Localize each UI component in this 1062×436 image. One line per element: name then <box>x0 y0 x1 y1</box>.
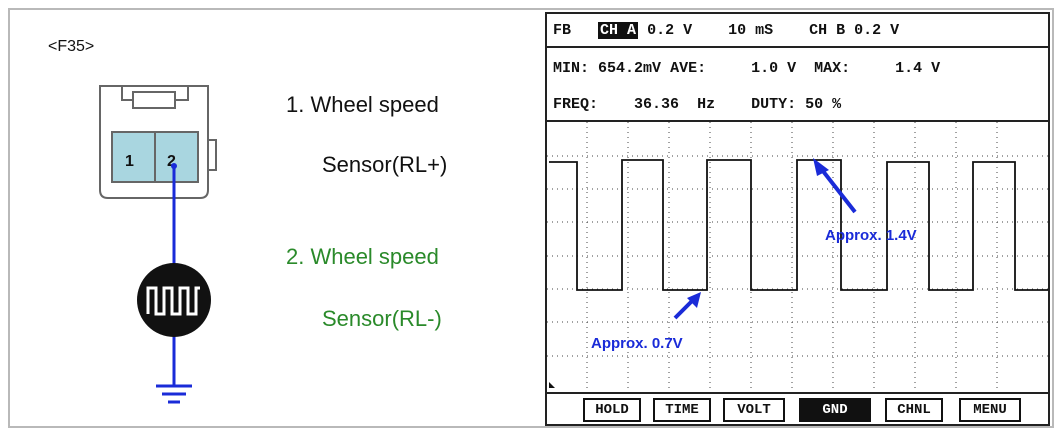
ave-label: AVE: <box>670 60 707 77</box>
duty-label: DUTY: <box>751 96 797 113</box>
low-level-annotation: Approx. 0.7V <box>591 335 683 352</box>
freq-label: FREQ: <box>553 96 599 113</box>
max-label: MAX: <box>814 60 851 77</box>
connector-wiring-diagram: 1 2 <box>99 85 217 404</box>
max-value: 1.4 V <box>895 60 941 77</box>
chnl-button[interactable]: CHNL <box>885 398 943 422</box>
channel-a-badge: CH A <box>598 22 639 39</box>
timebase: 10 mS <box>728 22 774 39</box>
pin-1-description-line2: Sensor(RL+) <box>322 152 448 177</box>
fb-indicator: FB <box>553 22 572 39</box>
scope-header-row2: MIN: 654.2mV AVE: 1.0 V MAX: 1.4 V <box>553 60 940 77</box>
freq-unit: Hz <box>697 96 716 113</box>
channel-b-scale: CH B 0.2 V <box>809 22 900 39</box>
gnd-button[interactable]: GND <box>799 398 871 422</box>
scope-header-row1: FB CH A 0.2 V 10 mS CH B 0.2 V <box>553 22 899 39</box>
volt-button[interactable]: VOLT <box>723 398 785 422</box>
menu-button[interactable]: MENU <box>959 398 1021 422</box>
oscilloscope-screen: FB CH A 0.2 V 10 mS CH B 0.2 V MIN: 654.… <box>545 12 1050 426</box>
ground-icon <box>156 384 192 404</box>
footer-divider <box>547 392 1048 394</box>
header-divider-1 <box>547 46 1048 48</box>
time-button[interactable]: TIME <box>653 398 711 422</box>
pin-2-description-line1: 2. Wheel speed <box>286 244 439 269</box>
low-level-arrow-icon <box>673 292 701 320</box>
ave-value: 1.0 V <box>751 60 797 77</box>
high-level-arrow-icon <box>813 158 857 214</box>
high-level-annotation: Approx. 1.4V <box>825 227 917 244</box>
hold-button[interactable]: HOLD <box>583 398 641 422</box>
pin-2-label: 2 <box>167 153 176 170</box>
channel-a-scale: 0.2 V <box>647 22 693 39</box>
freq-value: 36.36 <box>634 96 680 113</box>
wire-pin2-dot <box>171 163 177 169</box>
min-label: MIN: <box>553 60 590 77</box>
pin-1-description-line1: 1. Wheel speed <box>286 92 439 117</box>
scope-header-row3: FREQ: 36.36 Hz DUTY: 50 % <box>553 96 841 113</box>
wheel-speed-sensor-icon <box>137 263 211 337</box>
header-divider-2 <box>547 120 1048 122</box>
square-waveform <box>549 159 1048 291</box>
waveform-plot: Approx. 1.4V Approx. 0.7V <box>547 122 1048 390</box>
connector-label: <F35> <box>48 38 95 55</box>
trigger-marker-icon <box>549 382 555 388</box>
pin-2-description-line2: Sensor(RL-) <box>322 306 442 331</box>
min-value: 654.2mV <box>598 60 662 77</box>
pin-1-label: 1 <box>125 153 134 170</box>
duty-value: 50 % <box>805 96 842 113</box>
connector-housing <box>99 85 217 199</box>
